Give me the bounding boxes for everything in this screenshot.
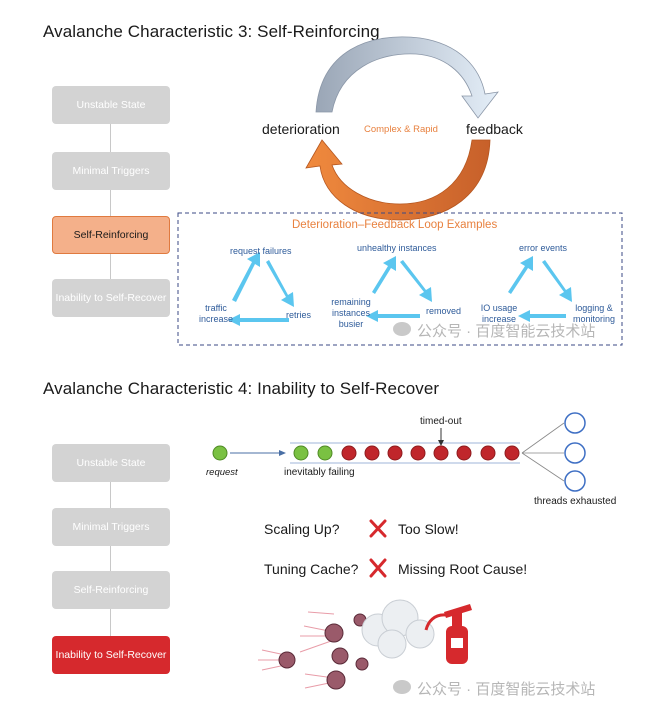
request-label: request	[206, 467, 238, 478]
scaling-up-question: Scaling Up?	[264, 521, 340, 537]
queue-dot-red	[505, 446, 519, 460]
threads-exhausted-label: threads exhausted	[534, 496, 616, 507]
thread-circle	[565, 443, 585, 463]
timed-out-label: timed-out	[420, 416, 462, 427]
queue-dot-red	[481, 446, 495, 460]
queue-dot-green	[294, 446, 308, 460]
request-dot	[213, 446, 227, 460]
queue-dot-red	[365, 446, 379, 460]
wechat-icon	[393, 680, 411, 694]
smoke-cloud-illustration	[362, 600, 434, 658]
queue-dot-red	[411, 446, 425, 460]
thread-circle	[565, 471, 585, 491]
x-mark-icon	[371, 560, 385, 576]
thread-circle	[565, 413, 585, 433]
scaling-up-answer: Too Slow!	[398, 521, 459, 537]
queue-dot-red	[434, 446, 448, 460]
queue-dot-red	[457, 446, 471, 460]
avalanche-illustration	[258, 612, 368, 689]
watermark-text: 公众号 · 百度智能云技术站	[417, 678, 595, 699]
x-mark-icon	[371, 521, 385, 536]
queue-dot-red	[342, 446, 356, 460]
inevitably-failing-label: inevitably failing	[284, 467, 355, 478]
request-arrowhead	[279, 450, 286, 456]
tuning-cache-question: Tuning Cache?	[264, 561, 358, 577]
queue-dot-green	[318, 446, 332, 460]
queue-dot-red	[388, 446, 402, 460]
tuning-cache-answer: Missing Root Cause!	[398, 561, 527, 577]
